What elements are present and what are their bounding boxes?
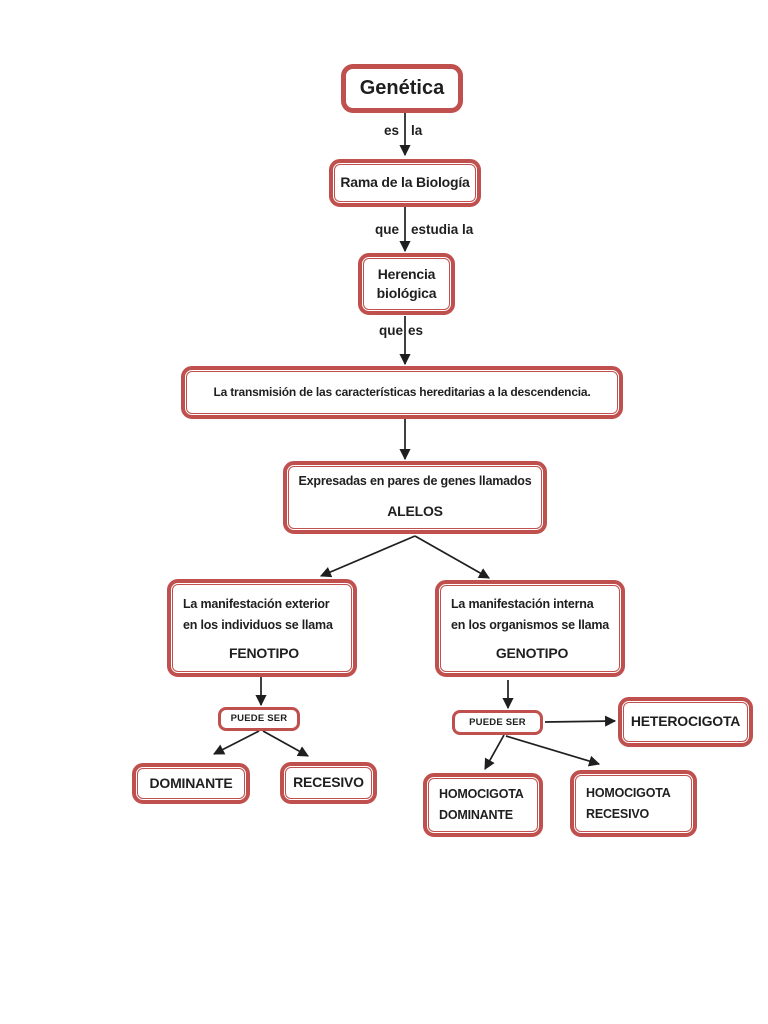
node-genetica: Genética (341, 64, 463, 113)
connector-puedeser-recesivo (262, 730, 309, 757)
node-homocigota-dominante: HOMOCIGOTA DOMINANTE (423, 773, 543, 837)
connector-puedeser-homocigota-dominante (484, 734, 505, 770)
node-recesivo-label: RECESIVO (293, 774, 364, 791)
node-puede-ser-right-label: PUEDE SER (469, 716, 526, 728)
connector-puedeser-heterocigota (544, 715, 617, 727)
node-homocigota-dominante-line2: DOMINANTE (439, 808, 513, 822)
node-homocigota-dominante-body: HOMOCIGOTA DOMINANTE (439, 784, 531, 826)
edge-label-es: es (383, 123, 399, 138)
node-genotipo-body: La manifestación interna en los organism… (451, 594, 613, 636)
node-rama-label: Rama de la Biología (340, 174, 470, 191)
node-homocigota-recesivo: HOMOCIGOTA RECESIVO (570, 770, 697, 837)
node-puede-ser-left: PUEDE SER (218, 707, 300, 731)
node-genotipo: La manifestación interna en los organism… (435, 580, 625, 677)
node-herencia-biologica: Herencia biológica (358, 253, 455, 315)
node-alelos-line1: Expresadas en pares de genes llamados (298, 474, 532, 489)
node-puede-ser-left-label: PUEDE SER (230, 713, 288, 725)
node-alelos-title: ALELOS (387, 503, 443, 520)
node-genotipo-line2: en los organismos se llama (451, 618, 610, 633)
node-heterocigota: HETEROCIGOTA (618, 697, 753, 747)
node-transmision-label: La transmisión de las características he… (213, 385, 591, 399)
node-homocigota-recesivo-body: HOMOCIGOTA RECESIVO (586, 783, 685, 825)
node-alelos: Expresadas en pares de genes llamados AL… (283, 461, 547, 534)
node-transmision: La transmisión de las características he… (181, 366, 623, 419)
node-herencia-line2: biológica (376, 285, 437, 301)
node-herencia-line1: Herencia (377, 266, 436, 282)
node-recesivo: RECESIVO (280, 762, 377, 804)
node-homocigota-recesivo-line2: RECESIVO (586, 806, 649, 821)
node-genetica-label: Genética (359, 77, 445, 99)
edge-label-estudia-la: estudia la (411, 222, 474, 237)
edge-label-que: que (374, 222, 399, 237)
node-dominante: DOMINANTE (132, 763, 250, 804)
node-fenotipo: La manifestación exterior en los individ… (167, 579, 357, 677)
edge-label-es-2: es (408, 323, 424, 338)
node-homocigota-recesivo-line1: HOMOCIGOTA (586, 785, 671, 800)
connector-puedeser-homocigota-recesivo (505, 735, 601, 767)
node-fenotipo-body: La manifestación exterior en los individ… (183, 594, 345, 636)
node-genotipo-line1: La manifestación interna (451, 597, 594, 612)
node-fenotipo-line2: en los individuos se llama (183, 617, 333, 632)
node-dominante-label: DOMINANTE (149, 774, 233, 791)
node-fenotipo-title: FENOTIPO (229, 644, 299, 661)
connector-alelos-fenotipo (319, 535, 416, 578)
connector-alelos-genotipo (414, 535, 490, 579)
node-genotipo-title: GENOTIPO (495, 645, 569, 662)
node-puede-ser-right: PUEDE SER (452, 710, 543, 735)
node-homocigota-dominante-line1: HOMOCIGOTA (439, 787, 524, 801)
node-heterocigota-label: HETEROCIGOTA (630, 713, 741, 730)
connector-puedeser-dominante (213, 730, 260, 755)
edge-label-la: la (411, 123, 423, 138)
edge-label-que-2: que (378, 323, 403, 338)
node-fenotipo-line1: La manifestación exterior (183, 596, 330, 611)
node-rama-biologia: Rama de la Biología (329, 159, 481, 207)
